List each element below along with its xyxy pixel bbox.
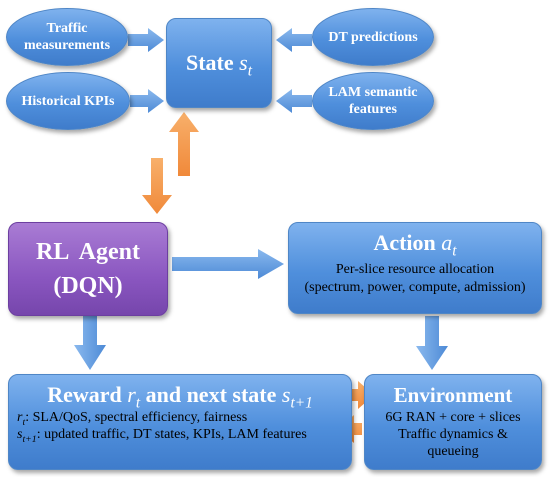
agent-line-1: RL Agent [35, 239, 140, 265]
lam-line-1: LAM semantic [328, 85, 418, 100]
state-title: State st [186, 50, 252, 80]
traffic-measurements-node: Traffic measurements [6, 8, 128, 66]
arrow-historical-to-state [130, 89, 164, 113]
action-description: Per-slice resource allocation (spectrum,… [289, 261, 541, 297]
arrow-dt-to-state [276, 28, 312, 52]
agent-line-2: (DQN) [53, 273, 123, 299]
dt-label: DT predictions [328, 29, 418, 45]
arrow-agent-to-state [169, 112, 199, 176]
environment-title: Environment [393, 383, 513, 407]
traffic-line-2: measurements [23, 38, 111, 53]
reward-title: Reward rt and next state st+1 [47, 382, 313, 412]
lam-features-node: LAM semantic features [312, 72, 434, 130]
historical-kpis-node: Historical KPIs [6, 72, 130, 130]
environment-description: 6G RAN + core + slices Traffic dynamics … [365, 409, 541, 460]
reward-node: Reward rt and next state st+1 rt: SLA/Qo… [8, 374, 352, 470]
reward-line-2: st+1: updated traffic, DT states, KPIs, … [17, 427, 307, 445]
action-node: Action at Per-slice resource allocation … [288, 222, 542, 314]
action-line-2: (spectrum, power, compute, admission) [304, 280, 526, 295]
arrow-action-to-env [416, 316, 448, 370]
environment-line-1: 6G RAN + core + slices [385, 410, 521, 425]
environment-line-2: Traffic dynamics & [398, 427, 508, 442]
arrow-reward-to-env [344, 381, 374, 409]
arrow-state-to-agent [142, 158, 172, 214]
historical-label: Historical KPIs [21, 93, 115, 109]
arrow-agent-to-reward [74, 310, 106, 370]
environment-line-3: queueing [427, 444, 479, 459]
arrow-agent-to-action [172, 249, 284, 279]
lam-line-2: features [349, 102, 397, 117]
action-title: Action at [373, 230, 457, 260]
environment-node: Environment 6G RAN + core + slices Traff… [364, 374, 542, 470]
action-line-1: Per-slice resource allocation [335, 262, 495, 277]
arrow-traffic-to-state [128, 28, 164, 52]
rl-agent-node: RL Agent (DQN) [8, 222, 168, 316]
traffic-line-1: Traffic [46, 21, 88, 36]
reward-line-1: rt: SLA/QoS, spectral efficiency, fairne… [17, 410, 248, 428]
state-node: State st [166, 18, 272, 108]
dt-predictions-node: DT predictions [312, 8, 434, 66]
arrow-lam-to-state [276, 89, 312, 113]
